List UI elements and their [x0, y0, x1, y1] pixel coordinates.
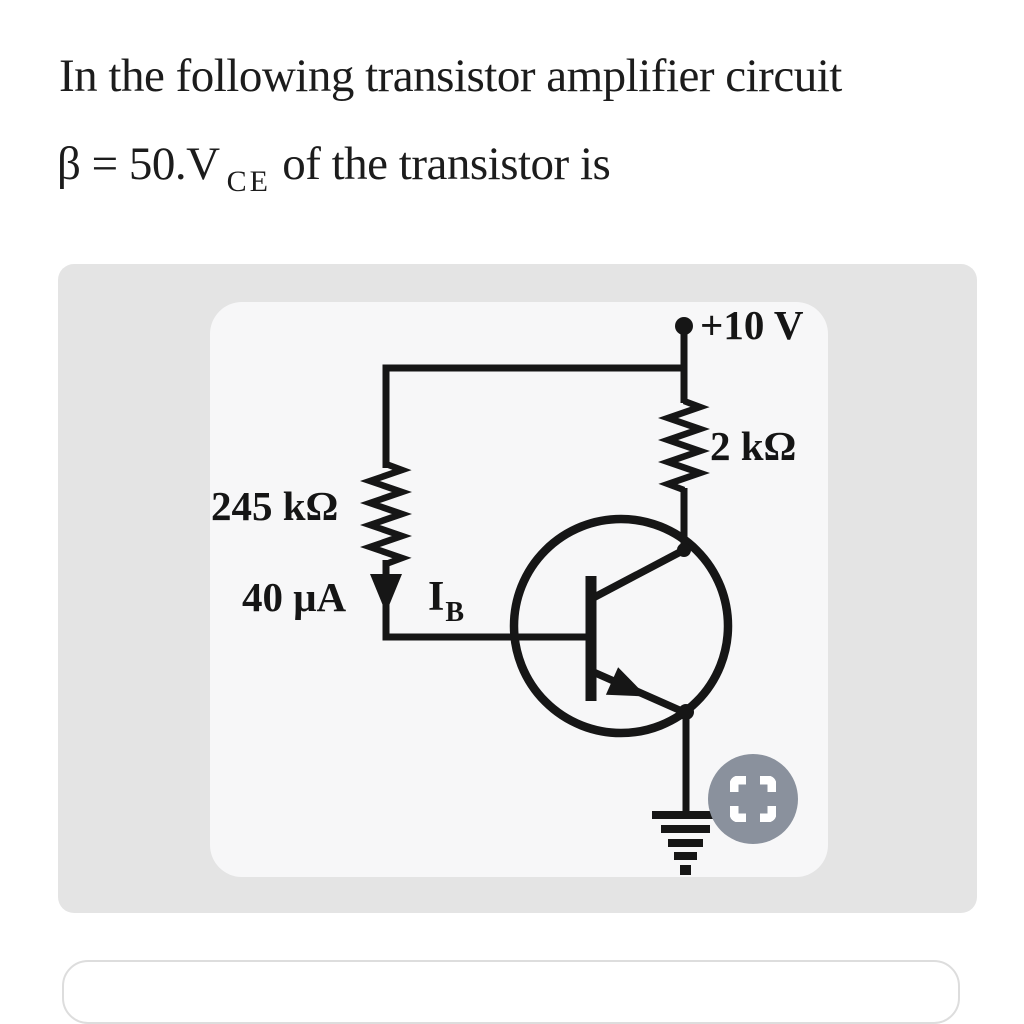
- question-text-line1: In the following transistor amplifier ci…: [59, 50, 842, 102]
- base-current-symbol: I: [428, 574, 445, 620]
- fullscreen-icon: [730, 776, 776, 822]
- fullscreen-button[interactable]: [708, 754, 798, 844]
- base-current-value-label: 40 μA: [242, 574, 347, 620]
- base-current-subscript: B: [445, 597, 465, 628]
- vce-subscript: CE: [226, 165, 271, 198]
- fullscreen-icon-corner-bl: [730, 806, 746, 822]
- fullscreen-icon-corner-tl: [730, 776, 746, 792]
- collector-resistor-label: 2 kΩ: [710, 423, 797, 469]
- fullscreen-icon-corner-br: [760, 806, 776, 822]
- fullscreen-icon-corner-tr: [760, 776, 776, 792]
- question-page: In the following transistor amplifier ci…: [57, 50, 977, 1024]
- question-beta-expression: β = 50.V: [57, 138, 220, 190]
- supply-voltage-label: +10 V: [700, 302, 804, 348]
- answer-option-card[interactable]: [62, 960, 960, 1024]
- base-current-symbol-label: IB: [428, 576, 464, 627]
- base-resistor-label: 245 kΩ: [211, 483, 339, 529]
- question-text-line2-rest: of the transistor is: [270, 138, 611, 190]
